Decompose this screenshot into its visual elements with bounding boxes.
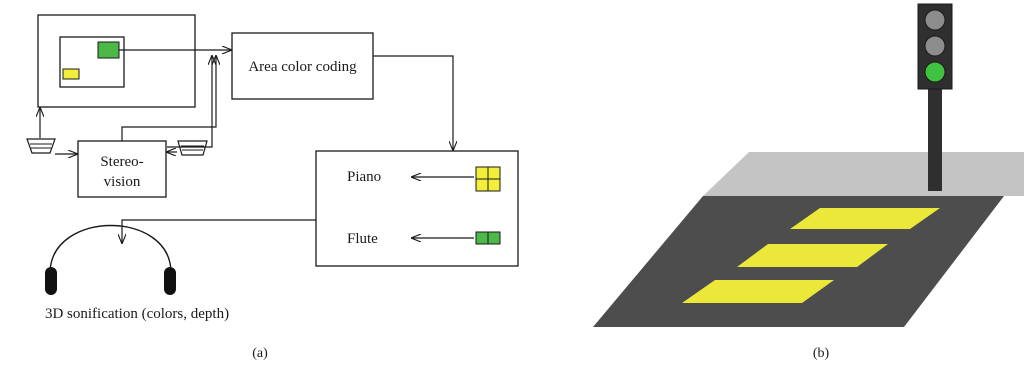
stereo-label-line1: Stereo- bbox=[100, 154, 143, 170]
panel-a-label: (a) bbox=[252, 346, 268, 361]
traffic-light bbox=[917, 3, 953, 191]
panel-b-label: (b) bbox=[813, 346, 830, 361]
green-region bbox=[97, 41, 120, 59]
panel-b: (b) bbox=[593, 3, 1024, 361]
panel-a: Area color coding Stereo- vision bbox=[26, 14, 519, 361]
headphones-icon bbox=[45, 224, 176, 295]
stereo-vision-box: Stereo- vision bbox=[77, 140, 167, 198]
green-pair-icon bbox=[475, 231, 501, 245]
right-camera-icon bbox=[177, 140, 208, 156]
stereo-label-line2: vision bbox=[104, 174, 141, 190]
traffic-light-green-lamp bbox=[924, 61, 946, 83]
area-color-coding-label: Area color coding bbox=[248, 59, 357, 75]
flute-label: Flute bbox=[347, 231, 378, 247]
camera-image bbox=[37, 14, 196, 108]
crosswalk-stripe bbox=[682, 280, 834, 303]
arrow-instruments-to-headphones bbox=[122, 219, 316, 243]
traffic-light-amber-lamp bbox=[924, 35, 946, 57]
sonification-caption: 3D sonification (colors, depth) bbox=[45, 306, 229, 322]
yellow-region bbox=[62, 68, 80, 80]
crosswalk-stripe bbox=[790, 208, 940, 229]
arrow-stereo-to-coding-2 bbox=[167, 56, 212, 148]
left-camera-icon bbox=[26, 138, 56, 154]
yellow-grid-icon bbox=[475, 166, 501, 192]
traffic-light-red-lamp bbox=[924, 9, 946, 31]
piano-label: Piano bbox=[347, 169, 381, 185]
instrument-mapping-box: Piano Flute bbox=[315, 150, 519, 267]
sidewalk bbox=[703, 152, 1024, 196]
arrow-coding-to-instruments bbox=[373, 55, 453, 150]
arrow-stereo-to-coding-1 bbox=[121, 56, 216, 141]
traffic-light-pole bbox=[928, 88, 942, 191]
area-color-coding-box: Area color coding bbox=[231, 32, 374, 100]
crosswalk-stripe bbox=[737, 244, 888, 267]
